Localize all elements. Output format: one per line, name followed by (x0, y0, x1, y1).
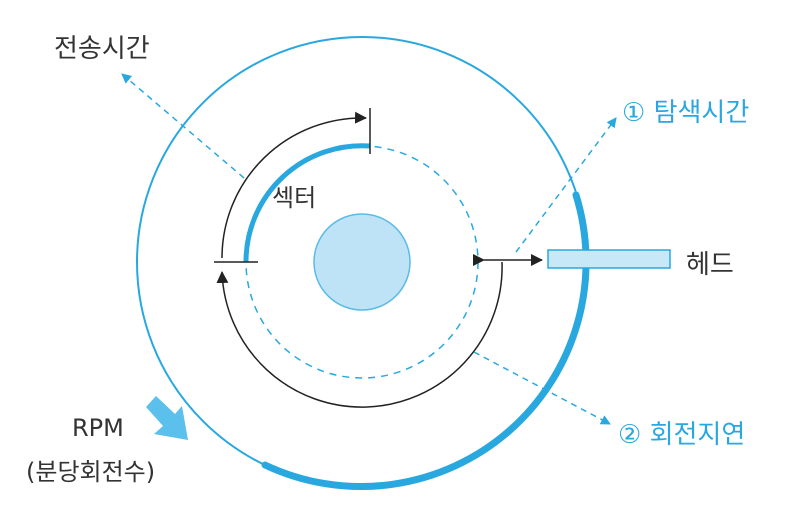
sector-label: 섹터 (272, 184, 317, 212)
rotation-arc (216, 261, 503, 408)
platter-rotation-highlight (261, 191, 590, 491)
seek-time-leader (515, 117, 617, 253)
seek-time-label: ① 탐색시간 (622, 98, 750, 128)
rpm-desc-label: (분당회전수) (26, 458, 156, 486)
rotational-latency-label: ② 회전지연 (618, 420, 746, 450)
transfer-time-label: 전송시간 (54, 34, 150, 64)
transfer-time-leader (121, 73, 245, 179)
disk-head (547, 249, 671, 269)
disk-spindle (313, 213, 411, 311)
sector-arc (243, 143, 371, 263)
transfer-arc (221, 111, 367, 259)
head-label: 헤드 (686, 250, 734, 280)
rpm-label: RPM (72, 414, 124, 442)
rpm-arrow (146, 396, 188, 440)
latency-leader (473, 351, 611, 425)
